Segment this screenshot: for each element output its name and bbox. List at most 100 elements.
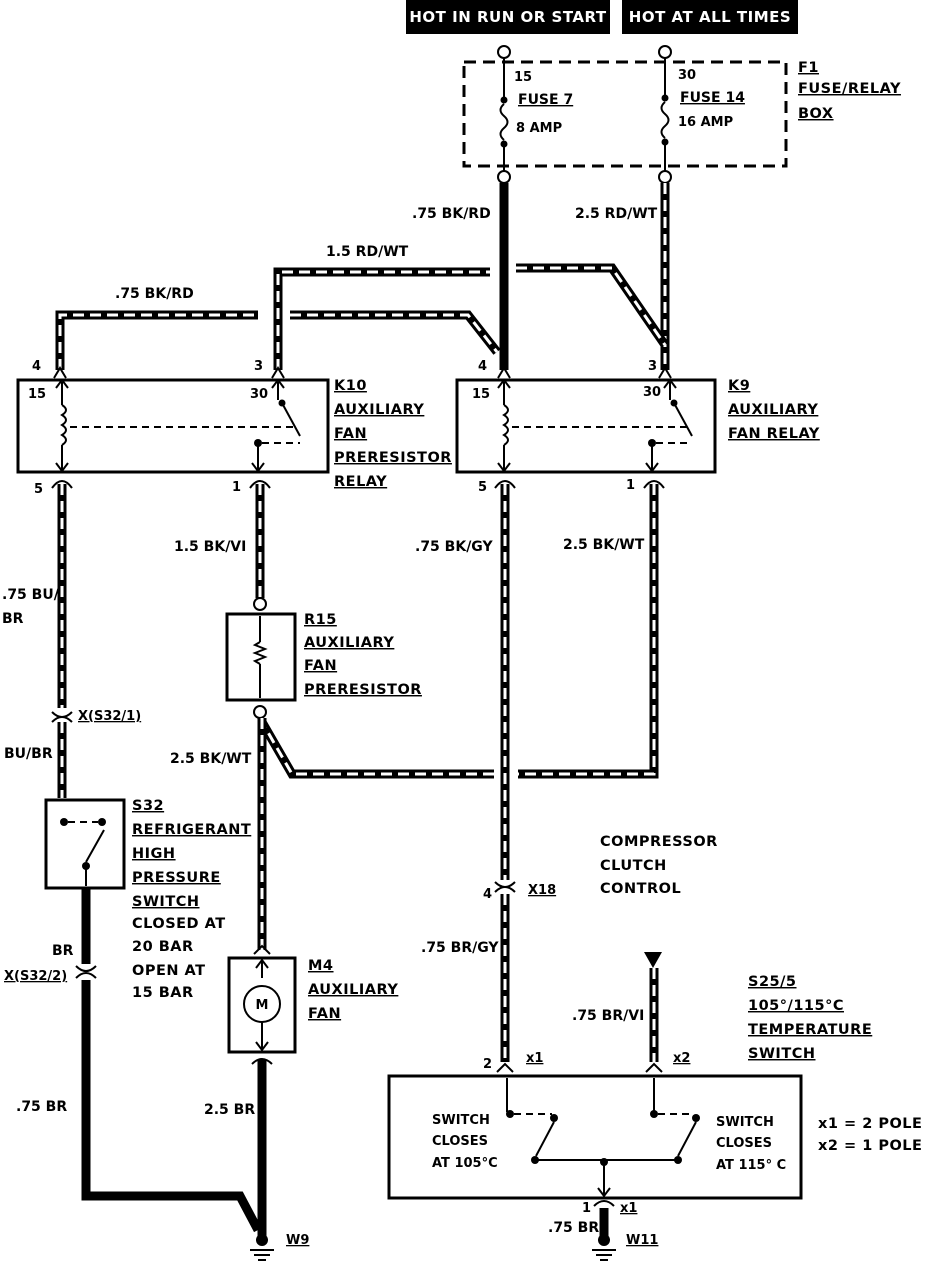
- s32-note2: 20 BAR: [132, 939, 194, 955]
- label-br-075: .75 BR: [16, 1099, 67, 1115]
- r15-line2: FAN: [304, 658, 337, 674]
- fuse7-name: FUSE 7: [518, 92, 573, 108]
- s25-left-line3: AT 105°C: [432, 1156, 498, 1171]
- connector-xs32-2: X(S32/2): [4, 969, 67, 984]
- label-bkwt-r15: 2.5 BK/WT: [170, 751, 252, 767]
- s32-note3: OPEN AT: [132, 963, 206, 979]
- fuse14-name: FUSE 14: [680, 90, 745, 106]
- s25-legend2: x2 = 1 POLE: [818, 1138, 922, 1154]
- label-bubr-2: BR: [2, 611, 24, 627]
- r15-id: R15: [304, 612, 337, 628]
- label-brvi: .75 BR/VI: [572, 1008, 644, 1024]
- s25-right-line2: CLOSES: [716, 1136, 772, 1151]
- wire-rdwt-k10: [273, 263, 669, 370]
- k10-coil-label: 15: [28, 387, 46, 402]
- wire-bkrd-k10: [55, 310, 501, 370]
- s32-line4: SWITCH: [132, 894, 200, 910]
- s25-right-line1: SWITCH: [716, 1115, 774, 1130]
- s25-pin-x1-label: x1: [526, 1051, 543, 1066]
- compressor-line3: CONTROL: [600, 881, 681, 897]
- k9-coil-label: 15: [472, 387, 490, 402]
- fuse7-pin: 15: [514, 70, 532, 85]
- s32-pressure-switch: [44, 798, 126, 890]
- s25-line2: TEMPERATURE: [748, 1022, 872, 1038]
- m4-id: M4: [308, 958, 334, 974]
- s32-line2: HIGH: [132, 846, 176, 862]
- s25-left-line1: SWITCH: [432, 1113, 490, 1128]
- k9-contact-label: 30: [643, 385, 661, 400]
- k9-id: K9: [728, 378, 750, 394]
- label-bkgy: .75 BK/GY: [415, 539, 493, 555]
- wire-bkwt-k9: [258, 484, 659, 779]
- label-bkvi: 1.5 BK/VI: [174, 539, 246, 555]
- k9-relay: 15 30: [455, 378, 717, 474]
- s32-id: S32: [132, 798, 164, 814]
- s25-pin-out-label: x1: [620, 1201, 637, 1216]
- m4-line1: AUXILIARY: [308, 982, 398, 998]
- k9-line1: AUXILIARY: [728, 402, 818, 418]
- s25-pin-x2-label: x2: [673, 1051, 690, 1066]
- s25-pin-out: 1: [582, 1201, 591, 1216]
- header-all-times-text: HOT AT ALL TIMES: [629, 8, 791, 26]
- compressor-line2: CLUTCH: [600, 858, 667, 874]
- s25-line3: SWITCH: [748, 1046, 816, 1062]
- s32-line3: PRESSURE: [132, 870, 221, 886]
- k10-contact-label: 30: [250, 387, 268, 402]
- w11-label: W11: [626, 1233, 658, 1248]
- label-bubr-1: .75 BU/: [2, 587, 60, 603]
- k10-pin-in-left: 4: [32, 359, 41, 374]
- connector-xs32-1: X(S32/1): [78, 709, 141, 724]
- r15-preresistor: [225, 597, 297, 719]
- w9-ground-icon: [250, 1234, 274, 1261]
- k9-pin-in-right: 3: [648, 359, 657, 374]
- label-bkwt-k9: 2.5 BK/WT: [563, 537, 645, 553]
- k9-pin-in-left: 4: [478, 359, 487, 374]
- m4-fan-motor: M: [227, 944, 297, 1054]
- k10-relay: 15 30: [16, 378, 330, 474]
- m4-line2: FAN: [308, 1006, 341, 1022]
- k10-pin-out-left: 5: [34, 482, 43, 497]
- label-br-w11: .75 BR: [548, 1220, 599, 1236]
- header-run-start: HOT IN RUN OR START: [406, 0, 610, 34]
- fuse14-rating: 16 AMP: [678, 115, 733, 130]
- k10-line4: RELAY: [334, 474, 387, 490]
- s25-temperature-switch: [387, 1074, 803, 1200]
- s25-legend1: x1 = 2 POLE: [818, 1116, 922, 1132]
- s25-left-line2: CLOSES: [432, 1134, 488, 1149]
- m4-motor-symbol: M: [256, 998, 269, 1013]
- f1-id: F1: [798, 60, 819, 76]
- wire-br-s32: [81, 888, 262, 1233]
- k9-pin-out-right: 1: [626, 478, 635, 493]
- fuse-relay-box: 15 FUSE 7 8 AMP 30 FUSE 14 16 AMP: [462, 45, 788, 184]
- k10-pin-out-right: 1: [232, 480, 241, 495]
- label-bkrd-fuse: .75 BK/RD: [412, 206, 491, 222]
- r15-line3: PRERESISTOR: [304, 682, 422, 698]
- k10-id: K10: [334, 378, 367, 394]
- label-rdwt-k10: 1.5 RD/WT: [326, 244, 409, 260]
- s32-note1: CLOSED AT: [132, 916, 226, 932]
- label-br-25: 2.5 BR: [204, 1102, 255, 1118]
- k10-line1: AUXILIARY: [334, 402, 424, 418]
- k10-line3: PRERESISTOR: [334, 450, 452, 466]
- compressor-arrow-icon: [644, 952, 662, 968]
- x18-pin: 4: [483, 887, 492, 902]
- label-bkrd-k10: .75 BK/RD: [115, 286, 194, 302]
- f1-name-line2: BOX: [798, 106, 834, 122]
- k10-line2: FAN: [334, 426, 367, 442]
- s32-line1: REFRIGERANT: [132, 822, 251, 838]
- label-br-s32: BR: [52, 943, 74, 959]
- label-brgy: .75 BR/GY: [421, 940, 499, 956]
- w11-ground-icon: [592, 1234, 616, 1261]
- w9-label: W9: [286, 1233, 309, 1248]
- s25-line1: 105°/115°C: [748, 998, 844, 1014]
- k10-pin-in-right: 3: [254, 359, 263, 374]
- fuse7-rating: 8 AMP: [516, 121, 562, 136]
- s25-pin-x1: 2: [483, 1057, 492, 1072]
- s25-right-line3: AT 115° C: [716, 1158, 786, 1173]
- k9-pin-out-left: 5: [478, 480, 487, 495]
- k9-line2: FAN RELAY: [728, 426, 820, 442]
- s32-note4: 15 BAR: [132, 985, 194, 1001]
- s25-id: S25/5: [748, 974, 797, 990]
- x18-label: X18: [528, 883, 556, 898]
